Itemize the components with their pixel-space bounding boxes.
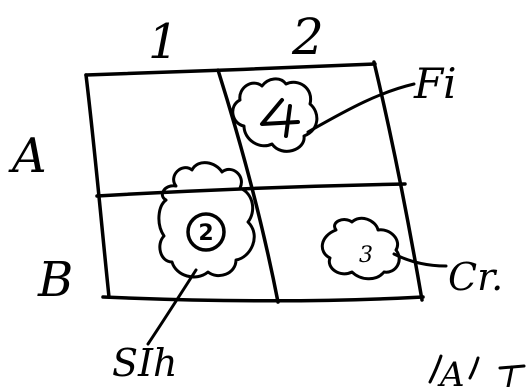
column-label-2: 2 xyxy=(291,8,324,66)
column-label-1: 1 xyxy=(148,14,179,70)
row-label-a: A xyxy=(8,128,47,184)
stray-letter: A xyxy=(437,355,465,387)
callout-label-sih: SIh xyxy=(112,341,178,385)
blob-b1 xyxy=(159,163,254,277)
grid-middle-vertical xyxy=(218,70,278,302)
grid-top-line xyxy=(86,64,375,75)
grid-bottom-line xyxy=(103,297,423,301)
callout-line-sih xyxy=(148,270,196,344)
blob-a2 xyxy=(233,79,317,151)
grid-left-line xyxy=(86,75,109,297)
row-label-b: B xyxy=(37,252,73,308)
cell-number-3: 3 xyxy=(359,243,373,268)
callout-line-cr xyxy=(394,254,446,266)
callout-label-cr: Cr. xyxy=(448,255,503,299)
cell-number-2: 2 xyxy=(198,221,213,246)
callout-label-fi: Fi xyxy=(413,59,457,108)
callout-line-fi xyxy=(308,84,414,132)
blob-a2-number xyxy=(262,100,298,136)
